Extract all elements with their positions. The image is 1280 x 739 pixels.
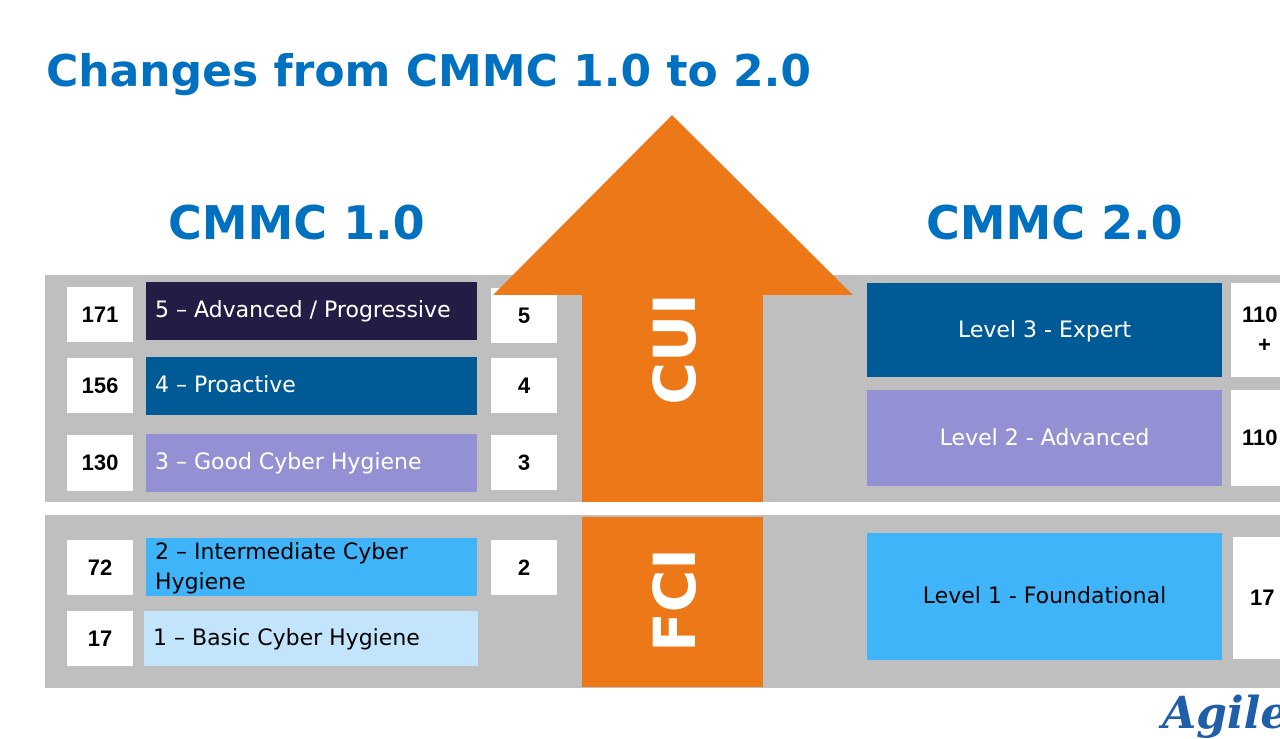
cmmc1-practice-count: 17 bbox=[67, 611, 133, 666]
cmmc2-level-2: Level 2 - Advanced bbox=[867, 390, 1222, 486]
cmmc1-level-number: 4 bbox=[491, 358, 557, 413]
cmmc2-level-1: Level 1 - Foundational bbox=[867, 533, 1222, 660]
upward-arrow bbox=[493, 115, 853, 687]
cmmc1-practice-count: 72 bbox=[67, 540, 133, 595]
cmmc1-level-number: 2 bbox=[491, 540, 557, 595]
arrow-lower-shape bbox=[582, 517, 763, 687]
cmmc2-practice-count: 110 bbox=[1231, 390, 1280, 486]
cmmc1-level-5: 5 – Advanced / Progressive bbox=[146, 282, 477, 340]
cmmc1-level-number: 5 bbox=[491, 288, 557, 343]
cmmc2-level-3: Level 3 - Expert bbox=[867, 283, 1222, 377]
cmmc2-count-extra: + bbox=[1258, 332, 1271, 357]
fci-label: FCI bbox=[641, 548, 709, 652]
company-logo: Agile bbox=[1162, 688, 1280, 739]
cmmc1-practice-count: 130 bbox=[67, 435, 133, 491]
cmmc1-level-number: 3 bbox=[491, 435, 557, 490]
cmmc1-level-3: 3 – Good Cyber Hygiene bbox=[146, 434, 477, 492]
cmmc1-level-1: 1 – Basic Cyber Hygiene bbox=[144, 611, 478, 666]
cmmc2-count-value: 110 bbox=[1242, 302, 1278, 327]
page-title: Changes from CMMC 1.0 to 2.0 bbox=[46, 46, 811, 97]
cmmc2-practice-count: 17 bbox=[1233, 537, 1280, 659]
cmmc1-practice-count: 156 bbox=[67, 358, 133, 413]
cmmc1-practice-count: 171 bbox=[67, 287, 133, 342]
cmmc2-practice-count: 110 + bbox=[1231, 283, 1280, 377]
cmmc2-heading: CMMC 2.0 bbox=[926, 196, 1183, 250]
arrow-upper-shape bbox=[493, 115, 853, 502]
cui-label: CUI bbox=[641, 293, 709, 405]
cmmc1-level-4: 4 – Proactive bbox=[146, 357, 477, 415]
cmmc1-heading: CMMC 1.0 bbox=[168, 196, 425, 250]
cmmc1-level-2: 2 – Intermediate Cyber Hygiene bbox=[146, 538, 477, 596]
